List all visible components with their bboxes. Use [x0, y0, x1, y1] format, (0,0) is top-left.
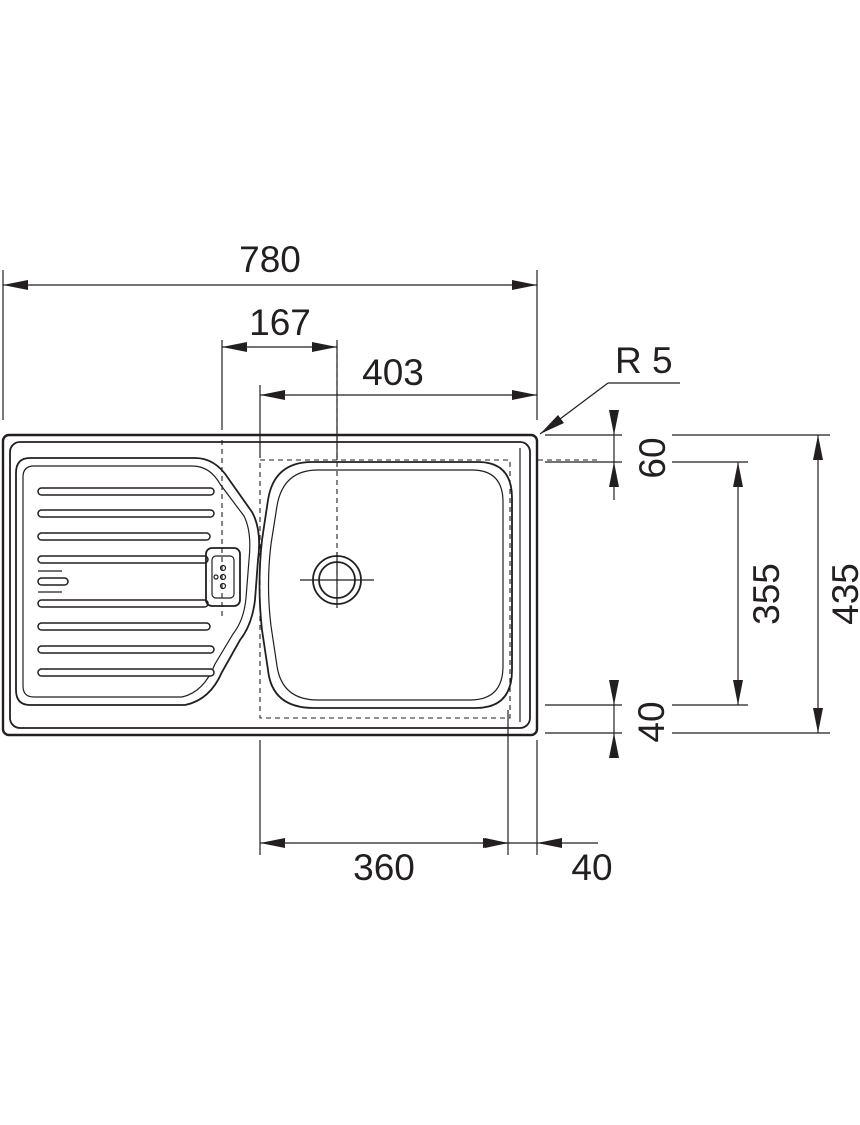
label-bowl-depth: 355	[746, 563, 787, 625]
dimension-side-margin: 40	[485, 838, 613, 888]
hidden-lines	[221, 345, 600, 719]
dimension-corner-radius: R 5	[539, 340, 680, 435]
drainer-rib-short	[37, 577, 69, 586]
drainer-rib	[37, 532, 211, 541]
drainer-rib	[37, 645, 215, 654]
sink-outline	[1, 433, 539, 737]
drainer-board	[15, 457, 261, 706]
drainer-rib	[37, 622, 211, 631]
label-cutout-width: 403	[362, 352, 424, 393]
overflow-slot	[205, 547, 241, 607]
dimension-cutout-width: 403	[260, 352, 537, 400]
dimension-bowl-width: 360	[260, 838, 508, 888]
label-side-margin: 40	[571, 847, 612, 888]
sink-bowl	[258, 461, 513, 709]
drainer-ribs	[37, 487, 215, 677]
dimension-bottom-margin: 40	[609, 680, 672, 758]
label-drainer-offset: 167	[249, 302, 311, 343]
label-bottom-margin: 40	[631, 701, 672, 742]
drainer-rib	[37, 509, 215, 518]
dimension-overall-width: 780	[3, 239, 537, 290]
label-overall-depth: 435	[825, 563, 860, 625]
label-top-margin: 60	[632, 437, 673, 478]
dimension-drainer-offset: 167	[222, 302, 337, 352]
label-corner-radius: R 5	[615, 340, 673, 381]
label-bowl-width: 360	[353, 847, 415, 888]
drainer-rib	[37, 555, 209, 564]
drainer-rib	[37, 599, 209, 608]
dimension-bowl-depth: 355	[733, 462, 787, 705]
drainer-rib	[37, 668, 215, 677]
dimension-overall-depth: 435	[813, 435, 860, 733]
dimension-top-margin: 60	[609, 410, 673, 500]
label-overall-width: 780	[239, 239, 301, 280]
drainer-rib	[37, 487, 215, 496]
